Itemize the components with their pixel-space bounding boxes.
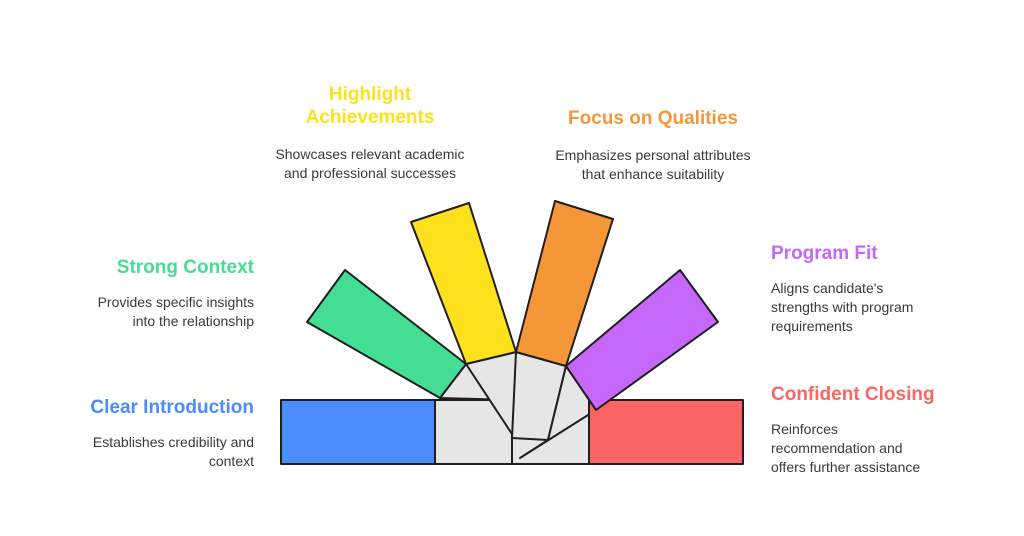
description-line: into the relationship bbox=[132, 313, 254, 329]
segment-description: Showcases relevant academic and professi… bbox=[240, 145, 500, 183]
segment-description: Establishes credibility and context bbox=[34, 433, 254, 471]
description-line: Emphasizes personal attributes bbox=[555, 147, 751, 163]
title-line: Highlight bbox=[328, 84, 412, 105]
segment-label-program-fit: Program Fit Aligns candidate's strengths… bbox=[771, 242, 1001, 336]
description-line: Reinforces bbox=[771, 421, 838, 437]
segment-title: Clear Introduction bbox=[90, 397, 254, 418]
segment-title: Focus on Qualities bbox=[568, 108, 738, 129]
description-line: recommendation and bbox=[771, 440, 903, 456]
description-line: and professional successes bbox=[284, 165, 456, 181]
segment-description: Aligns candidate's strengths with progra… bbox=[771, 279, 1001, 336]
segment-label-focus-on-qualities: Focus on Qualities Emphasizes personal a… bbox=[518, 107, 788, 184]
description-line: offers further assistance bbox=[771, 459, 921, 475]
bar-clear-introduction bbox=[280, 399, 436, 465]
segment-title: Confident Closing bbox=[771, 384, 935, 405]
segment-title: Program Fit bbox=[771, 243, 878, 264]
segment-description: Reinforces recommendation and offers fur… bbox=[771, 420, 1001, 477]
segment-description: Emphasizes personal attributes that enha… bbox=[518, 146, 788, 184]
bar-program-fit bbox=[565, 269, 719, 411]
segment-description: Provides specific insights into the rela… bbox=[34, 293, 254, 331]
segment-title: Highlight Achievements bbox=[240, 83, 500, 129]
segment-label-strong-context: Strong Context Provides specific insight… bbox=[34, 256, 254, 331]
segment-label-clear-introduction: Clear Introduction Establishes credibili… bbox=[34, 396, 254, 471]
description-line: Showcases relevant academic bbox=[275, 146, 465, 162]
segment-title: Strong Context bbox=[116, 257, 254, 278]
description-line: that enhance suitability bbox=[581, 166, 725, 182]
description-line: Provides specific insights bbox=[97, 294, 254, 310]
description-line: Aligns candidate's bbox=[771, 280, 884, 296]
segment-label-confident-closing: Confident Closing Reinforces recommendat… bbox=[771, 383, 1001, 477]
title-line: Achievements bbox=[305, 107, 435, 128]
description-line: requirements bbox=[771, 318, 853, 334]
description-line: Establishes credibility and bbox=[92, 434, 254, 450]
segment-label-highlight-achievements: Highlight Achievements Showcases relevan… bbox=[240, 83, 500, 183]
description-line: context bbox=[208, 453, 254, 469]
bar-confident-closing bbox=[588, 399, 744, 465]
description-line: strengths with program bbox=[771, 299, 914, 315]
